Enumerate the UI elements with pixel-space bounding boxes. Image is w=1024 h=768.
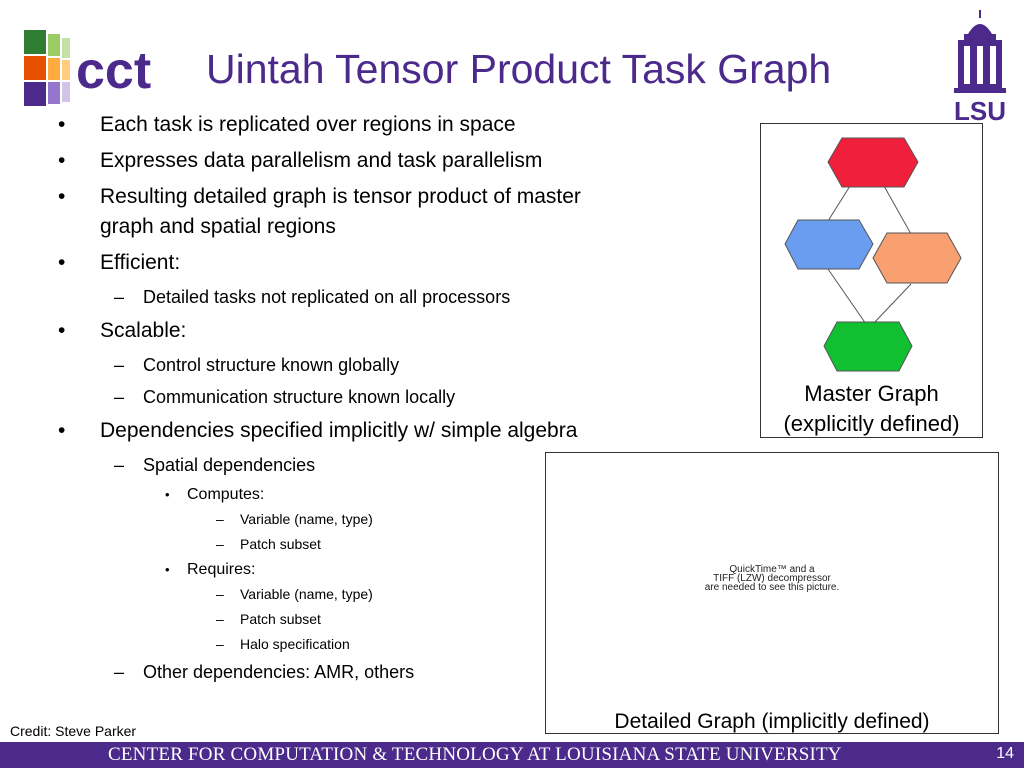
- bullet-item: •Resulting detailed graph is tensor prod…: [58, 185, 581, 238]
- level4-bullet-item: –Variable (name, type): [216, 586, 373, 602]
- sub-sub-bullet-item: •Requires:: [165, 561, 256, 578]
- master-graph-caption-line: Master Graph: [804, 381, 939, 406]
- graph-edge: [883, 185, 912, 235]
- graph-edge: [872, 283, 912, 325]
- credit-text: Credit: Steve Parker: [10, 723, 137, 739]
- bullet-list: •Each task is replicated over regions in…: [58, 110, 698, 691]
- sub-bullet-item: –Control structure known globally: [114, 355, 400, 375]
- cct-logo-text: cct: [76, 42, 151, 100]
- graph-node-top: [827, 137, 919, 188]
- detailed-graph-panel: QuickTime™ and a TIFF (LZW) decompressor…: [545, 452, 999, 734]
- level4-bullet-item: –Variable (name, type): [216, 511, 373, 527]
- master-graph-diagram: [784, 137, 962, 372]
- cct-logo: cct: [24, 30, 151, 106]
- detailed-graph-caption: Detailed Graph (implicitly defined): [614, 710, 930, 733]
- master-graph-caption: Master Graph (explicitly defined): [761, 379, 982, 439]
- sub-bullet-item: –Detailed tasks not replicated on all pr…: [114, 287, 511, 307]
- bullet-item: •Expresses data parallelism and task par…: [58, 149, 543, 172]
- sub-bullet-item: –Other dependencies: AMR, others: [114, 662, 415, 682]
- lsu-logo-text: LSU: [954, 96, 1006, 126]
- level4-bullet-item: –Patch subset: [216, 611, 321, 627]
- lsu-logo: LSU: [954, 10, 1006, 126]
- graph-node-right: [872, 232, 962, 284]
- image-placeholder-message: QuickTime™ and a TIFF (LZW) decompressor…: [704, 564, 840, 593]
- sub-bullet-item: –Communication structure known locally: [114, 387, 456, 407]
- level4-bullet-item: –Halo specification: [216, 636, 350, 652]
- graph-edge: [827, 185, 851, 222]
- graph-edge: [827, 268, 867, 325]
- page-number: 14: [996, 745, 1014, 762]
- footer-bar: CENTER FOR COMPUTATION & TECHNOLOGY AT L…: [0, 742, 1024, 768]
- slide-title: Uintah Tensor Product Task Graph: [206, 46, 832, 92]
- sub-sub-bullet-item: •Computes:: [165, 486, 265, 503]
- master-graph-caption-line: (explicitly defined): [783, 411, 960, 436]
- footer-text: CENTER FOR COMPUTATION & TECHNOLOGY AT L…: [108, 744, 842, 765]
- bullet-item: •Scalable:: [58, 319, 187, 342]
- bullet-item: •Each task is replicated over regions in…: [58, 113, 516, 136]
- bullet-item: •Efficient:: [58, 251, 181, 274]
- graph-node-left: [784, 219, 874, 270]
- sub-bullet-item: –Spatial dependencies: [114, 455, 316, 475]
- level4-bullet-item: –Patch subset: [216, 536, 321, 552]
- bullet-item: •Dependencies specified implicitly w/ si…: [58, 419, 578, 442]
- master-graph-panel: Master Graph (explicitly defined): [760, 123, 983, 438]
- graph-node-bottom: [823, 321, 913, 372]
